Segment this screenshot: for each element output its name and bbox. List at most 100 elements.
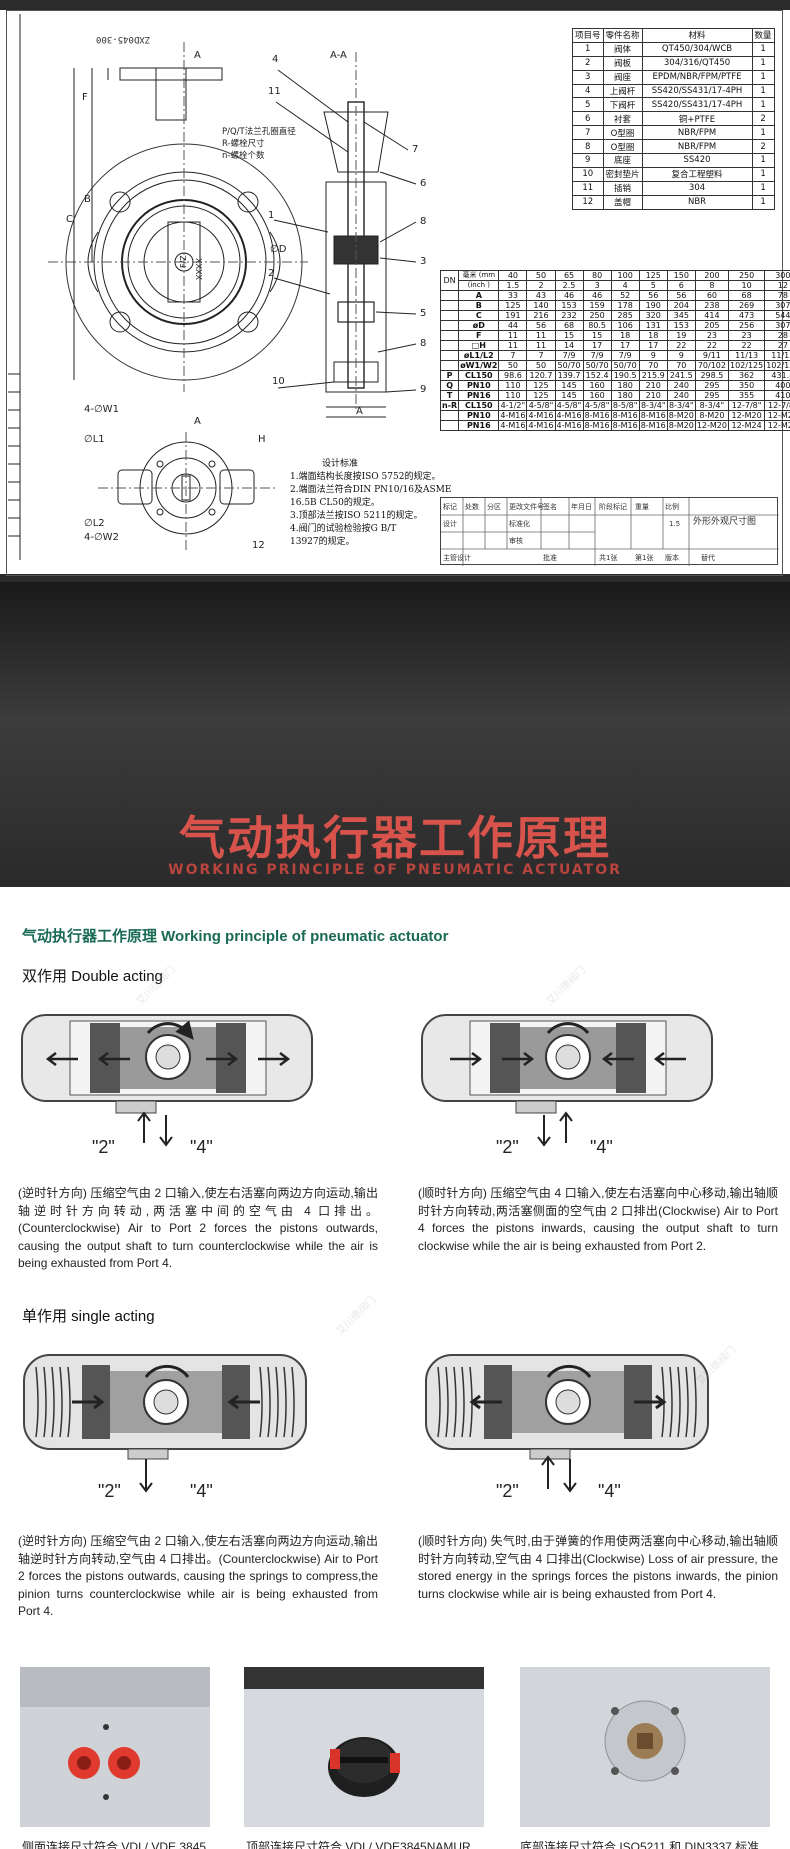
dims-value-cell: 56 xyxy=(526,320,556,331)
dims-label-cell: PN16 xyxy=(458,420,500,431)
tb-cell: 主管设计 xyxy=(443,554,471,562)
caption-double-ccw: (逆时针方向) 压缩空气由 2 口输入,使左右活塞向两边方向运动,输出轴逆时针方… xyxy=(18,1186,378,1270)
parts-cell: 1 xyxy=(751,41,775,57)
double-acting-ccw-diagram xyxy=(21,1014,313,1147)
dims-value-cell: 12-M20 xyxy=(694,420,729,431)
dims-value-cell: 210 xyxy=(638,380,668,391)
parts-cell: 插销 xyxy=(602,180,643,196)
tb-cell: 1.5 xyxy=(669,520,681,528)
banner: 气动执行器工作原理 WORKING PRINCIPLE OF PNEUMATIC… xyxy=(0,582,790,887)
dims-value-cell: 191 xyxy=(498,310,528,321)
dims-value-cell: 70 xyxy=(638,360,668,371)
parts-cell: 1 xyxy=(751,194,775,210)
dims-value-cell: 68 xyxy=(554,320,584,331)
dims-value-cell: 216 xyxy=(526,310,556,321)
dims-value-cell: 256 xyxy=(727,320,766,331)
tb-cell: 年月日 xyxy=(571,503,592,511)
parts-cell: 铜+PTFE xyxy=(641,111,753,127)
dims-value-cell: 12-M24 xyxy=(764,420,790,431)
dims-value-cell: 285 xyxy=(610,310,640,321)
top-connection-image xyxy=(244,1667,484,1827)
dims-label-cell: A xyxy=(458,290,500,301)
port-4-label: "4" xyxy=(190,1481,213,1501)
svg-text:F: F xyxy=(82,92,88,103)
dims-label-cell: CL150 xyxy=(458,370,500,381)
dims-value-cell: 240 xyxy=(666,390,696,401)
dims-inch-cell: 4 xyxy=(610,280,640,291)
dims-value-cell: 8-M16 xyxy=(582,410,612,421)
parts-cell: NBR xyxy=(641,194,753,210)
dims-value-cell: 46 xyxy=(554,290,584,301)
dims-value-cell: 70 xyxy=(666,360,696,371)
caption-double-cw: (顺时针方向) 压缩空气由 4 口输入,使左右活塞向中心移动,输出轴顺时针方向转… xyxy=(418,1186,778,1253)
tb-cell: 共1张 xyxy=(599,554,618,562)
dims-value-cell: 125 xyxy=(526,390,556,401)
svg-text:A: A xyxy=(356,406,363,417)
bottom-connection-photo xyxy=(520,1667,770,1827)
dims-value-cell: 232 xyxy=(554,310,584,321)
parts-cell: SS420/SS431/17-4PH xyxy=(641,83,753,99)
dims-mm-cell: 250 xyxy=(727,270,766,281)
svg-text:R-螺栓尺寸: R-螺栓尺寸 xyxy=(222,138,265,149)
port-2-label: "2" xyxy=(92,1137,115,1157)
svg-text:∅L2: ∅L2 xyxy=(84,518,105,529)
parts-cell: 下阀杆 xyxy=(602,97,643,113)
note-line: 1.端面结构长度按ISO 5752的规定。 xyxy=(290,472,441,482)
dims-value-cell: 4-M16 xyxy=(498,410,528,421)
header-item-no: 项目号 xyxy=(572,28,604,43)
dims-value-cell: 22 xyxy=(727,340,766,351)
parts-cell: 阀板 xyxy=(602,55,643,71)
dims-group-cell xyxy=(439,320,460,331)
dims-group-cell: Q xyxy=(439,380,460,391)
parts-cell: 上阀杆 xyxy=(602,83,643,99)
parts-cell: 11 xyxy=(572,180,604,196)
svg-text:H: H xyxy=(258,434,266,445)
dims-label-cell: øD xyxy=(458,320,500,331)
dims-value-cell: 8-M20 xyxy=(666,410,696,421)
dims-label-cell: □H xyxy=(458,340,500,351)
tb-cell: 批准 xyxy=(543,554,557,562)
dims-value-cell: 8-M16 xyxy=(610,420,640,431)
dims-group-cell: n-R xyxy=(439,400,460,411)
dims-group-cell xyxy=(439,300,460,311)
dims-value-cell: 11 xyxy=(526,330,556,341)
dims-mm-cell: 300 xyxy=(764,270,790,281)
dims-value-cell: 120.7 xyxy=(526,370,556,381)
parts-cell: 密封垫片 xyxy=(602,166,643,182)
single-acting-ccw-diagram xyxy=(23,1354,307,1493)
dims-value-cell: 8-M16 xyxy=(610,410,640,421)
dims-value-cell: 4-5/8" xyxy=(582,400,612,411)
parts-cell: 衬套 xyxy=(602,111,643,127)
dims-value-cell: 8-M16 xyxy=(638,410,668,421)
dims-value-cell: 139.7 xyxy=(554,370,584,381)
parts-cell: 1 xyxy=(751,180,775,196)
technical-drawing: ZXD045-300 xyxy=(0,0,790,582)
tb-cell: 第1张 xyxy=(635,554,654,562)
dims-inch-cell: 10 xyxy=(727,280,766,291)
dims-inch-cell: 8 xyxy=(694,280,729,291)
dims-value-cell: 410 xyxy=(764,390,790,401)
tb-cell: 标记 xyxy=(443,503,457,511)
title-block-grid xyxy=(441,498,779,566)
dims-value-cell: 8-3/4" xyxy=(638,400,668,411)
svg-text:4: 4 xyxy=(272,54,278,65)
dims-value-cell: 160 xyxy=(582,380,612,391)
parts-cell: 10 xyxy=(572,166,604,182)
dims-value-cell: 50/70 xyxy=(610,360,640,371)
dims-value-cell: 140 xyxy=(526,300,556,311)
parts-cell: QT450/304/WCB xyxy=(641,41,753,57)
dims-mm-label: 毫米 (mm xyxy=(458,270,500,281)
notes-title: 设计标准 xyxy=(322,459,359,469)
dims-value-cell: 205 xyxy=(694,320,729,331)
